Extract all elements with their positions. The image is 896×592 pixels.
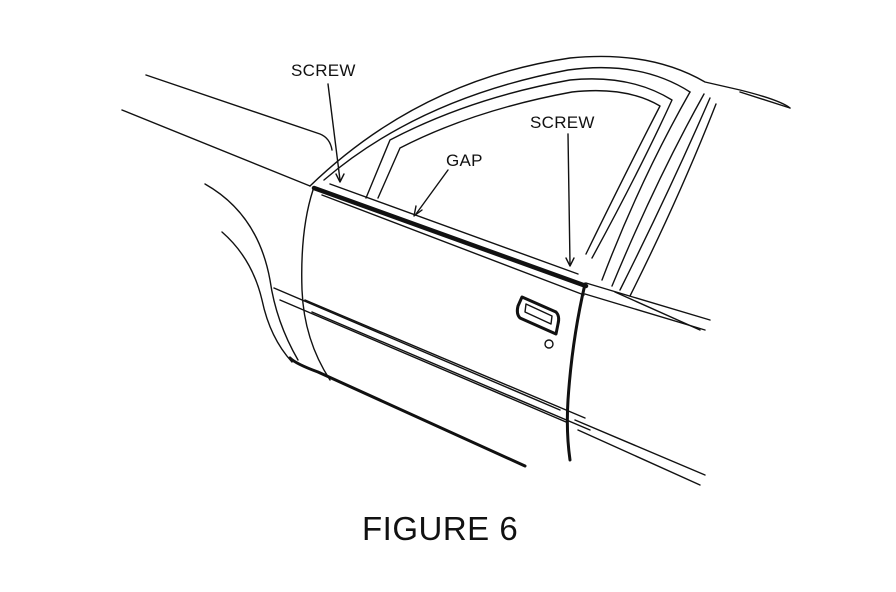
door-handle bbox=[515, 295, 561, 336]
car-body-outline bbox=[121, 74, 567, 468]
window-frame bbox=[309, 55, 791, 331]
door-panel bbox=[301, 189, 711, 486]
callout-screw-front-label: SCREW bbox=[530, 113, 595, 132]
callout-leaders bbox=[327, 83, 575, 267]
callout-gap-label: GAP bbox=[446, 151, 483, 170]
figure-caption: FIGURE 6 bbox=[362, 510, 518, 547]
door-lock-icon bbox=[544, 339, 554, 349]
callout-screw-rear-label: SCREW bbox=[291, 61, 356, 80]
belt-molding bbox=[311, 183, 589, 296]
